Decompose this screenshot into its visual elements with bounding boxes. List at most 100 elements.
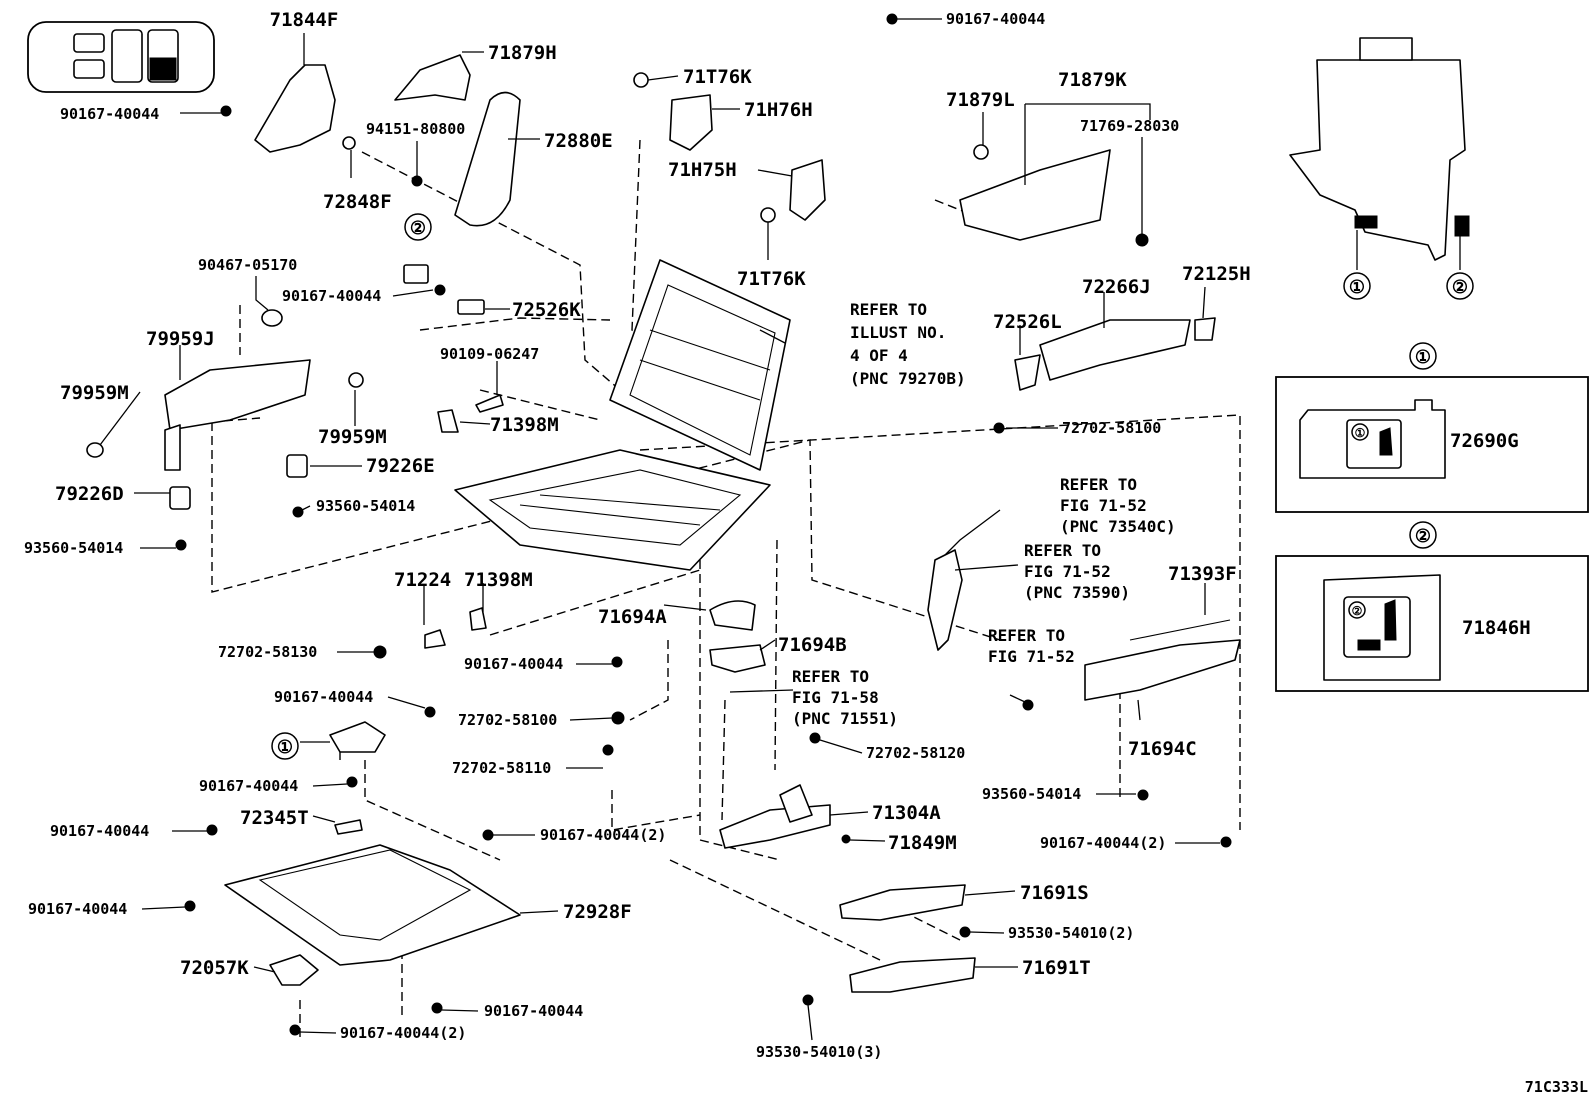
part-label-p50: 90167-40044(2) [1040, 834, 1166, 852]
part-label-p44: 93560-54014 [982, 785, 1081, 803]
part-label-p41: 72702-58110 [452, 759, 551, 777]
callout-one-tray: ① [277, 737, 293, 758]
part-label-p16: 90167-40044 [282, 287, 381, 305]
part-label-p45: 72345T [240, 807, 309, 829]
detail-box-2: ② [1275, 555, 1589, 692]
ref-r5-line-3: (PNC 71551) [792, 709, 898, 728]
ref-r1-line-4: (PNC 79270B) [850, 369, 966, 388]
part-label-p21: 71398M [490, 414, 559, 436]
part-label-p20: 90109-06247 [440, 345, 539, 363]
callout-two-location: ② [1452, 277, 1468, 298]
part-label-p01: 71844F [270, 9, 339, 31]
ref-r3-line-1: REFER TO [1024, 541, 1101, 560]
ref-r1-line-3: 4 OF 4 [850, 346, 908, 365]
detail-1-switch-mark: ① [1355, 426, 1366, 440]
part-label-p04: 94151-80800 [366, 120, 465, 138]
seat-tray-shape [224, 844, 521, 966]
detail-2-switch-mark: ② [1352, 604, 1363, 618]
part-label-p13: 71879K [1058, 69, 1127, 91]
part-label-p06: 72880E [544, 130, 613, 152]
ref-r2-line-2: FIG 71-52 [1060, 496, 1147, 515]
part-label-p59: 93530-54010(3) [756, 1043, 882, 1061]
part-label-p11: 90167-40044 [946, 10, 1045, 28]
ref-r5-line-1: REFER TO [792, 667, 869, 686]
part-label-p30: 72702-58100 [1062, 419, 1161, 437]
part-label-p08: 71H76H [744, 99, 813, 121]
part-label-p29: 72125H [1182, 263, 1251, 285]
ref-r2-line-3: (PNC 73540C) [1060, 517, 1176, 536]
part-label-p17: 72526K [512, 299, 581, 321]
part-label-p61: 71846H [1462, 617, 1531, 639]
part-label-p39: 72702-58100 [458, 711, 557, 729]
part-label-p37: 71393F [1168, 563, 1237, 585]
part-label-p18: 79959J [146, 328, 215, 350]
part-label-p49: 71849M [888, 832, 957, 854]
part-label-p42: 90167-40044 [199, 777, 298, 795]
ref-r1-line-1: REFER TO [850, 300, 927, 319]
part-label-p57: 90167-40044 [484, 1002, 583, 1020]
hinge-cover-shape [254, 64, 336, 153]
part-labels: 71844F 90167-40044 71879H 94151-80800 72… [24, 9, 1531, 1061]
callout-two-detail-header: ② [1415, 526, 1431, 547]
part-label-p38: 90167-40044 [274, 688, 373, 706]
part-label-p15: 90467-05170 [198, 256, 297, 274]
part-label-p31: 71224 [394, 569, 451, 591]
part-label-p28: 72266J [1082, 276, 1151, 298]
part-label-p10: 71T76K [737, 268, 806, 290]
part-label-p23: 79226E [366, 455, 435, 477]
part-label-p52: 90167-40044 [28, 900, 127, 918]
ref-r3-line-3: (PNC 73590) [1024, 583, 1130, 602]
assembly-lines [209, 139, 1241, 1040]
part-label-p40: 72702-58120 [866, 744, 965, 762]
part-label-p46: 71304A [872, 802, 941, 824]
part-label-p53: 72928F [563, 901, 632, 923]
part-label-p33: 71694A [598, 606, 667, 628]
part-label-p25: 93560-54014 [316, 497, 415, 515]
callout-markers: ② ① ① ② ① ② [271, 213, 1474, 760]
part-label-p14: 71769-28030 [1080, 117, 1179, 135]
part-label-p09: 71H75H [668, 159, 737, 181]
part-label-p48: 90167-40044(2) [540, 826, 666, 844]
part-label-p43: 71694C [1128, 738, 1197, 760]
seat-cushion-frame [454, 449, 771, 571]
part-label-p22: 79959M [318, 426, 387, 448]
part-shapes [27, 13, 1470, 1036]
part-label-p07: 71T76K [683, 66, 752, 88]
callout-one-detail-header: ① [1415, 347, 1431, 368]
part-label-p56: 71691T [1022, 957, 1091, 979]
part-label-p51: 71691S [1020, 882, 1089, 904]
part-label-p05: 72848F [323, 191, 392, 213]
part-label-p55: 72057K [180, 957, 249, 979]
ref-r4-line-2: FIG 71-52 [988, 647, 1075, 666]
diagram-code: 71C333L [1525, 1078, 1588, 1096]
part-label-p34: 72702-58130 [218, 643, 317, 661]
callout-one-location: ① [1349, 277, 1365, 298]
part-label-p27: 72526L [993, 311, 1062, 333]
part-label-p60: 72690G [1450, 430, 1519, 452]
seat-back-frame [609, 259, 791, 471]
ref-r1-line-2: ILLUST NO. [850, 323, 946, 342]
reference-notes: REFER TO ILLUST NO. 4 OF 4 (PNC 79270B) … [792, 300, 1176, 728]
ref-r2-line-1: REFER TO [1060, 475, 1137, 494]
detail-box-1: ① [1275, 376, 1589, 513]
ref-r4-line-1: REFER TO [988, 626, 1065, 645]
part-label-p19: 79959M [60, 382, 129, 404]
callout-two-seat: ② [410, 218, 426, 239]
ref-r3-line-2: FIG 71-52 [1024, 562, 1111, 581]
part-label-p24: 79226D [55, 483, 124, 505]
seat-location-outline [1289, 59, 1466, 261]
part-label-p36: 90167-40044 [464, 655, 563, 673]
part-label-p58: 90167-40044(2) [340, 1024, 466, 1042]
part-label-p26: 93560-54014 [24, 539, 123, 557]
part-label-p12: 71879L [946, 89, 1015, 111]
part-label-p32: 71398M [464, 569, 533, 591]
handle-shape [454, 91, 521, 227]
part-label-p03: 71879H [488, 42, 557, 64]
part-label-p47: 90167-40044 [50, 822, 149, 840]
part-label-p54: 93530-54010(2) [1008, 924, 1134, 942]
part-label-p02: 90167-40044 [60, 105, 159, 123]
part-label-p35: 71694B [778, 634, 847, 656]
ref-r5-line-2: FIG 71-58 [792, 688, 879, 707]
